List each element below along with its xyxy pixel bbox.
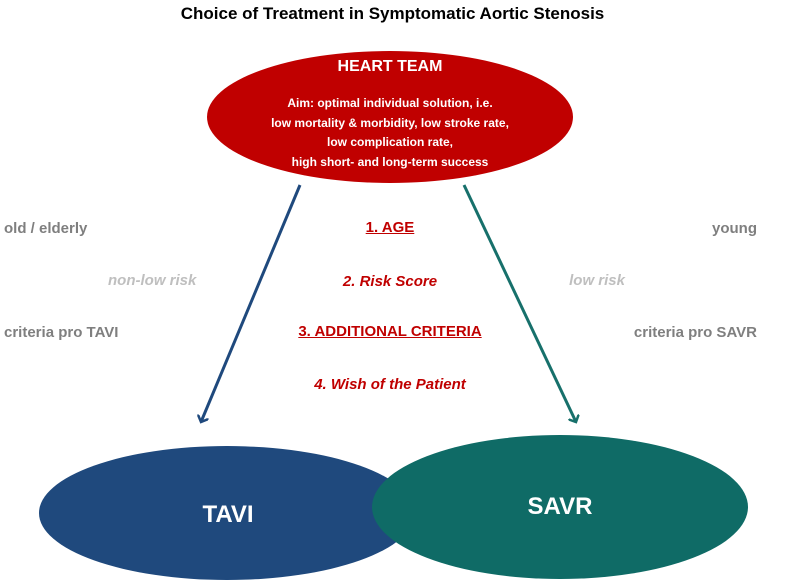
heart-team-aim-line: low complication rate, <box>326 135 454 149</box>
left-age-label: old / elderly <box>4 220 88 237</box>
heart-team-ellipse <box>207 51 573 183</box>
heart-team-title: HEART TEAM <box>337 58 443 75</box>
tavi-label: TAVI <box>202 501 254 528</box>
criterion-patient-wish: 4. Wish of the Patient <box>314 376 466 393</box>
tavi-ellipse <box>39 446 415 580</box>
arrow-to-tavi <box>201 184 302 422</box>
left-risk-label: non-low risk <box>108 272 197 289</box>
criterion-age: 1. AGE <box>365 219 415 236</box>
arrow-to-savr <box>462 184 576 422</box>
diagram-title: Choice of Treatment in Symptomatic Aorti… <box>180 4 605 23</box>
left-criteria-label: criteria pro TAVI <box>4 324 119 341</box>
heart-team-aim-line: low mortality & morbidity, low stroke ra… <box>271 115 509 130</box>
heart-team-aim-line: Aim: optimal individual solution, i.e. <box>287 96 493 110</box>
savr-ellipse <box>372 435 748 579</box>
criterion-additional: 3. ADDITIONAL CRITERIA <box>298 323 482 340</box>
right-risk-label: low risk <box>569 272 625 289</box>
savr-label: SAVR <box>527 493 593 520</box>
right-criteria-label: criteria pro SAVR <box>633 324 757 341</box>
criterion-risk-score: 2. Risk Score <box>342 273 438 290</box>
right-age-label: young <box>712 220 757 237</box>
heart-team-aim-line: high short- and long-term success <box>291 154 489 169</box>
heart-team-aim: Aim: optimal individual solution, i.e. l… <box>212 94 568 172</box>
